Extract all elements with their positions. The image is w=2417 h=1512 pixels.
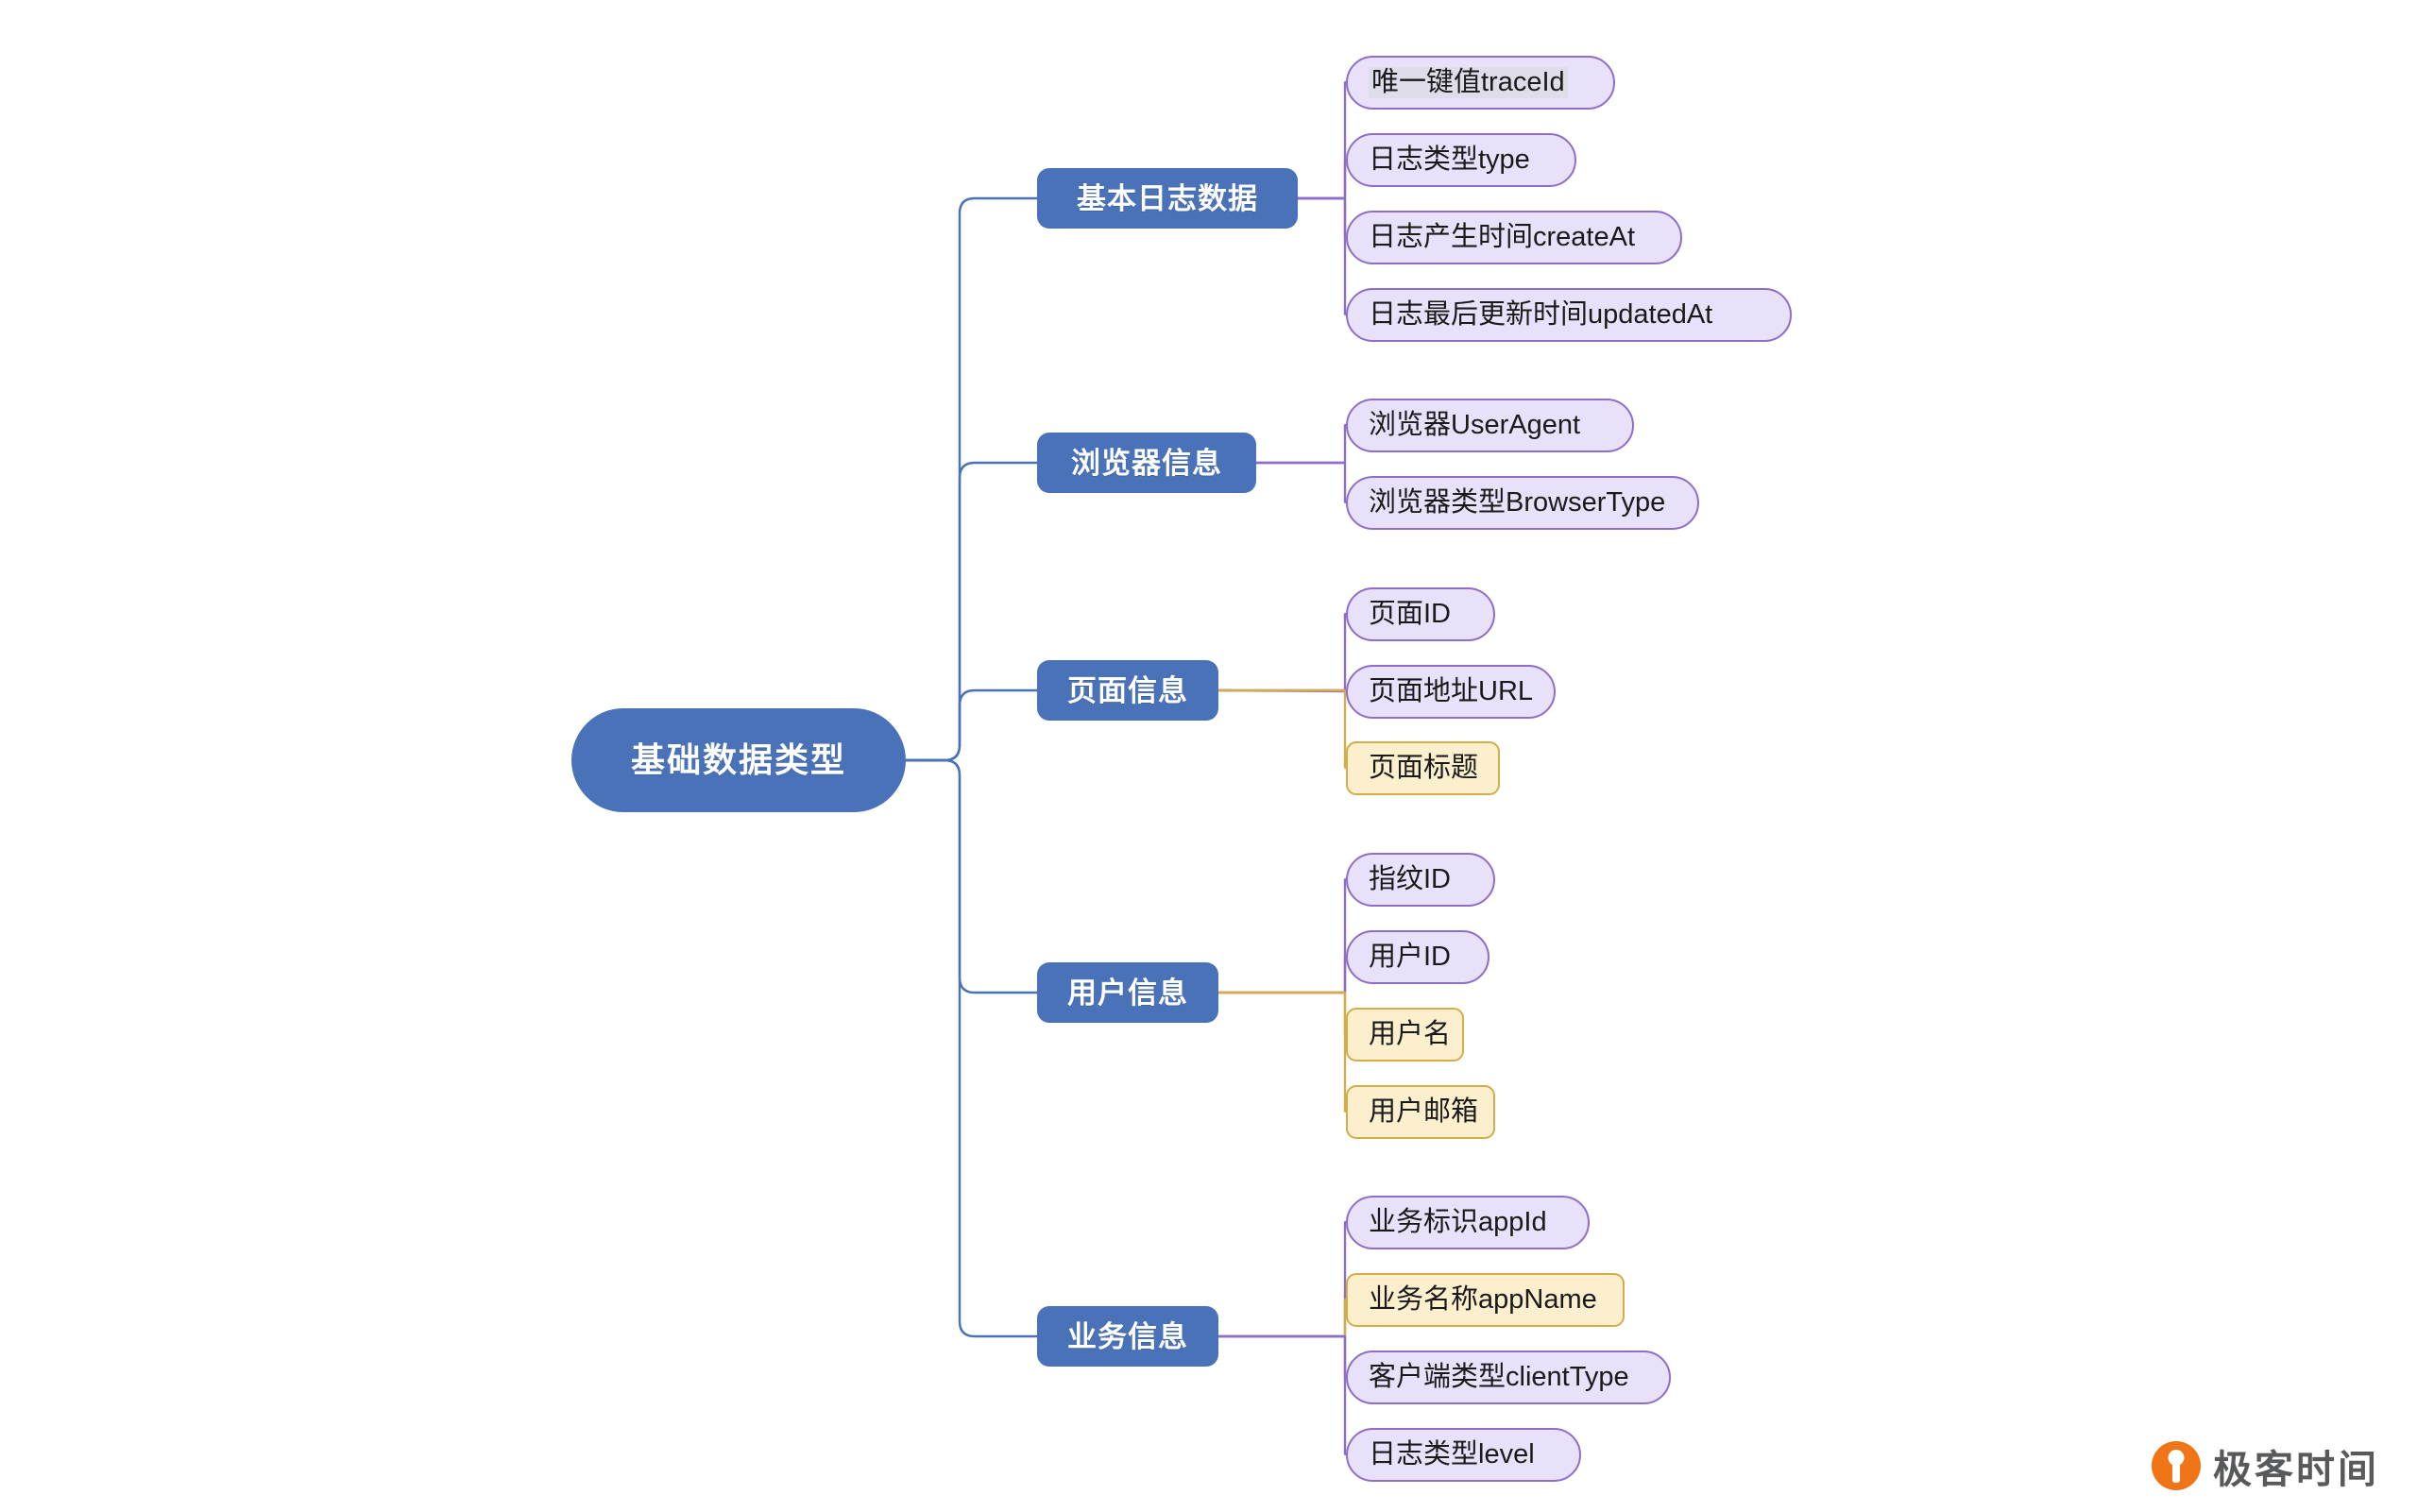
leaf-label: 日志类型type: [1369, 144, 1530, 175]
leaf-node-1-2[interactable]: 日志类型type: [1346, 132, 1576, 187]
leaf-node-2-2[interactable]: 浏览器类型BrowserType: [1346, 475, 1699, 530]
leaf-node-5-1[interactable]: 业务标识appId: [1346, 1195, 1590, 1249]
leaf-node-3-2[interactable]: 页面地址URL: [1346, 664, 1556, 719]
leaf-label: 日志最后更新时间updatedAt: [1369, 298, 1713, 330]
geektime-watermark: 极客时间: [2152, 1437, 2379, 1494]
leaf-label: 用户邮箱: [1369, 1096, 1479, 1127]
leaf-node-4-4[interactable]: 用户邮箱: [1346, 1084, 1495, 1139]
leaf-node-4-2[interactable]: 用户ID: [1346, 929, 1489, 984]
branch-node-2[interactable]: 浏览器信息: [1037, 433, 1256, 493]
leaf-label: 唯一键值traceId: [1369, 66, 1568, 98]
leaf-node-5-3[interactable]: 客户端类型clientType: [1346, 1350, 1671, 1404]
leaf-node-3-3[interactable]: 页面标题: [1346, 740, 1500, 795]
leaf-label: 业务名称appName: [1369, 1283, 1597, 1315]
leaf-label: 页面标题: [1369, 752, 1479, 783]
leaf-label: 浏览器UserAgent: [1369, 409, 1581, 440]
leaf-node-1-1[interactable]: 唯一键值traceId: [1346, 55, 1615, 110]
leaf-label: 日志产生时间createAt: [1369, 221, 1635, 252]
leaf-label: 日志类型level: [1369, 1438, 1535, 1470]
leaf-node-1-3[interactable]: 日志产生时间createAt: [1346, 210, 1682, 264]
leaf-node-2-1[interactable]: 浏览器UserAgent: [1346, 398, 1634, 452]
leaf-label: 页面地址URL: [1369, 675, 1534, 706]
geektime-wordmark: 极客时间: [2213, 1448, 2379, 1491]
leaf-node-5-2[interactable]: 业务名称appName: [1346, 1272, 1625, 1327]
leaf-node-5-4[interactable]: 日志类型level: [1346, 1427, 1581, 1482]
geektime-logo-icon: [2152, 1441, 2201, 1490]
leaf-node-3-1[interactable]: 页面ID: [1346, 586, 1495, 641]
branch-node-3[interactable]: 页面信息: [1037, 660, 1218, 721]
leaf-label: 业务标识appId: [1369, 1206, 1547, 1237]
branch-node-1[interactable]: 基本日志数据: [1037, 168, 1298, 229]
leaf-label: 客户端类型clientType: [1369, 1361, 1629, 1392]
leaf-label: 浏览器类型BrowserType: [1369, 486, 1666, 518]
leaf-label: 用户ID: [1369, 941, 1452, 972]
leaf-node-1-4[interactable]: 日志最后更新时间updatedAt: [1346, 287, 1792, 342]
leaf-node-4-3[interactable]: 用户名: [1346, 1007, 1464, 1062]
leaf-label: 页面ID: [1369, 598, 1452, 629]
leaf-label: 用户名: [1369, 1018, 1452, 1049]
leaf-node-4-1[interactable]: 指纹ID: [1346, 852, 1495, 907]
branch-node-4[interactable]: 用户信息: [1037, 962, 1218, 1023]
branch-node-5[interactable]: 业务信息: [1037, 1306, 1218, 1367]
root-node[interactable]: 基础数据类型: [571, 708, 906, 812]
leaf-label: 指纹ID: [1369, 863, 1452, 894]
